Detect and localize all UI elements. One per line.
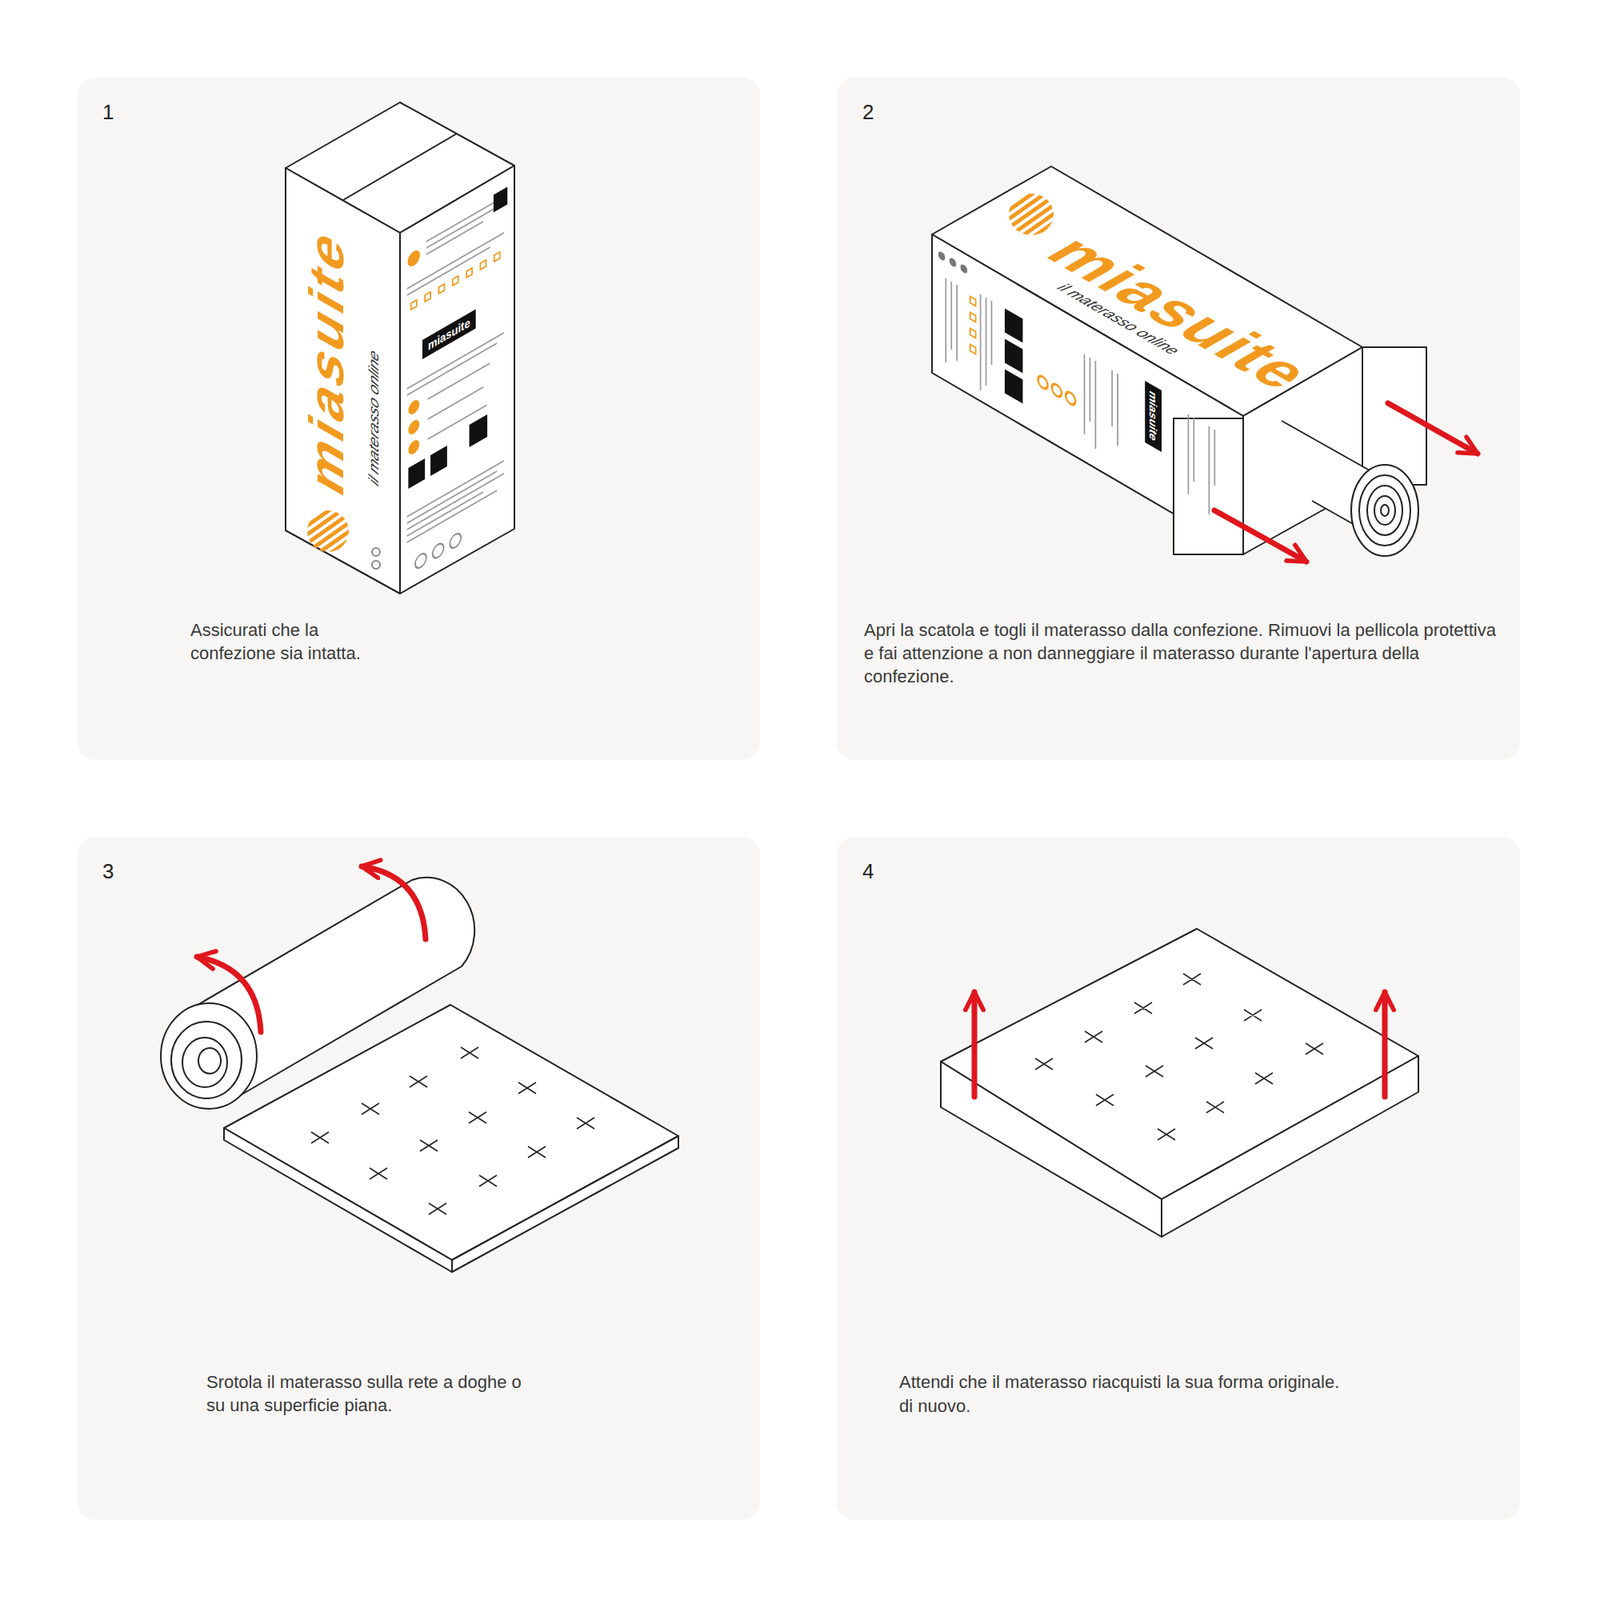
step-caption: di nuovo. [899, 1394, 1476, 1418]
print-icon [938, 250, 946, 263]
roll-ring [198, 1048, 221, 1074]
mattress-unrolling [160, 877, 679, 1272]
box-flap [1362, 347, 1427, 485]
mattress-side [1161, 1056, 1419, 1237]
care-icons [970, 296, 976, 355]
qr-codes [408, 414, 488, 489]
step-number: 1 [102, 100, 114, 125]
pull-arrow [1214, 510, 1307, 562]
roll-ring [1359, 475, 1411, 546]
cert-icon [449, 531, 461, 551]
brand-mark [307, 510, 349, 552]
box-flap [1173, 418, 1244, 555]
pull-arrow [1388, 403, 1478, 454]
mattress-expanded [940, 928, 1419, 1237]
quilting-marks [1035, 973, 1324, 1140]
step-caption: Apri la scatola e togli il materasso dal… [864, 618, 1504, 688]
brand-tagline: il materasso online [366, 346, 380, 488]
box-right-face [400, 165, 515, 594]
box-open [932, 166, 1427, 556]
brand-logo: miasuite [302, 216, 352, 504]
roll-edge [1281, 420, 1370, 471]
print-icon [960, 263, 968, 276]
unroll-arrow [196, 956, 261, 1032]
roll-ring [1367, 485, 1403, 536]
step-number: 3 [102, 859, 114, 884]
quilting-marks [311, 1047, 595, 1215]
rise-arrow [1382, 992, 1388, 1097]
contact-icon [408, 397, 420, 417]
contact-icon [1037, 374, 1048, 392]
unroll-arrow [361, 866, 426, 940]
contact-icon [408, 417, 420, 437]
contact-icon [1052, 382, 1062, 400]
print-icon [372, 548, 380, 556]
qr-code [493, 187, 508, 213]
step-number: 2 [862, 100, 874, 125]
contact-icon [1065, 390, 1076, 408]
heart-icon [408, 248, 421, 270]
cert-icon [432, 541, 444, 561]
print-icon [949, 256, 957, 269]
cert-icon [415, 551, 427, 571]
roll-ring [1374, 496, 1396, 525]
step-number: 4 [862, 859, 874, 884]
care-icons [411, 252, 500, 310]
box-left-face [285, 168, 400, 594]
step-caption: Assicurati che la confezione sia intatta… [190, 618, 403, 665]
roll-ring [171, 1021, 242, 1099]
roll-ring [1380, 504, 1389, 516]
step-caption: Srotola il materasso sulla rete a doghe … [206, 1370, 535, 1417]
contact-icon [408, 437, 420, 457]
box-upright [285, 102, 515, 594]
brand-mark [1008, 193, 1054, 236]
fine-print [407, 196, 504, 543]
package-print [407, 187, 508, 576]
roll-end [160, 1003, 257, 1109]
roll-ring [182, 1037, 228, 1088]
rise-arrow [972, 992, 978, 1097]
step-caption: Attendi che il materasso riacquisti la s… [899, 1370, 1476, 1394]
mattress-top [940, 928, 1419, 1200]
print-icon [372, 560, 380, 569]
brand-badge: miasuite [1144, 380, 1162, 452]
mattress-edge [452, 1136, 679, 1272]
box-seam [343, 133, 457, 200]
roll-end [1351, 464, 1419, 556]
qr-codes [1004, 308, 1024, 404]
mattress-edge [224, 1128, 452, 1272]
